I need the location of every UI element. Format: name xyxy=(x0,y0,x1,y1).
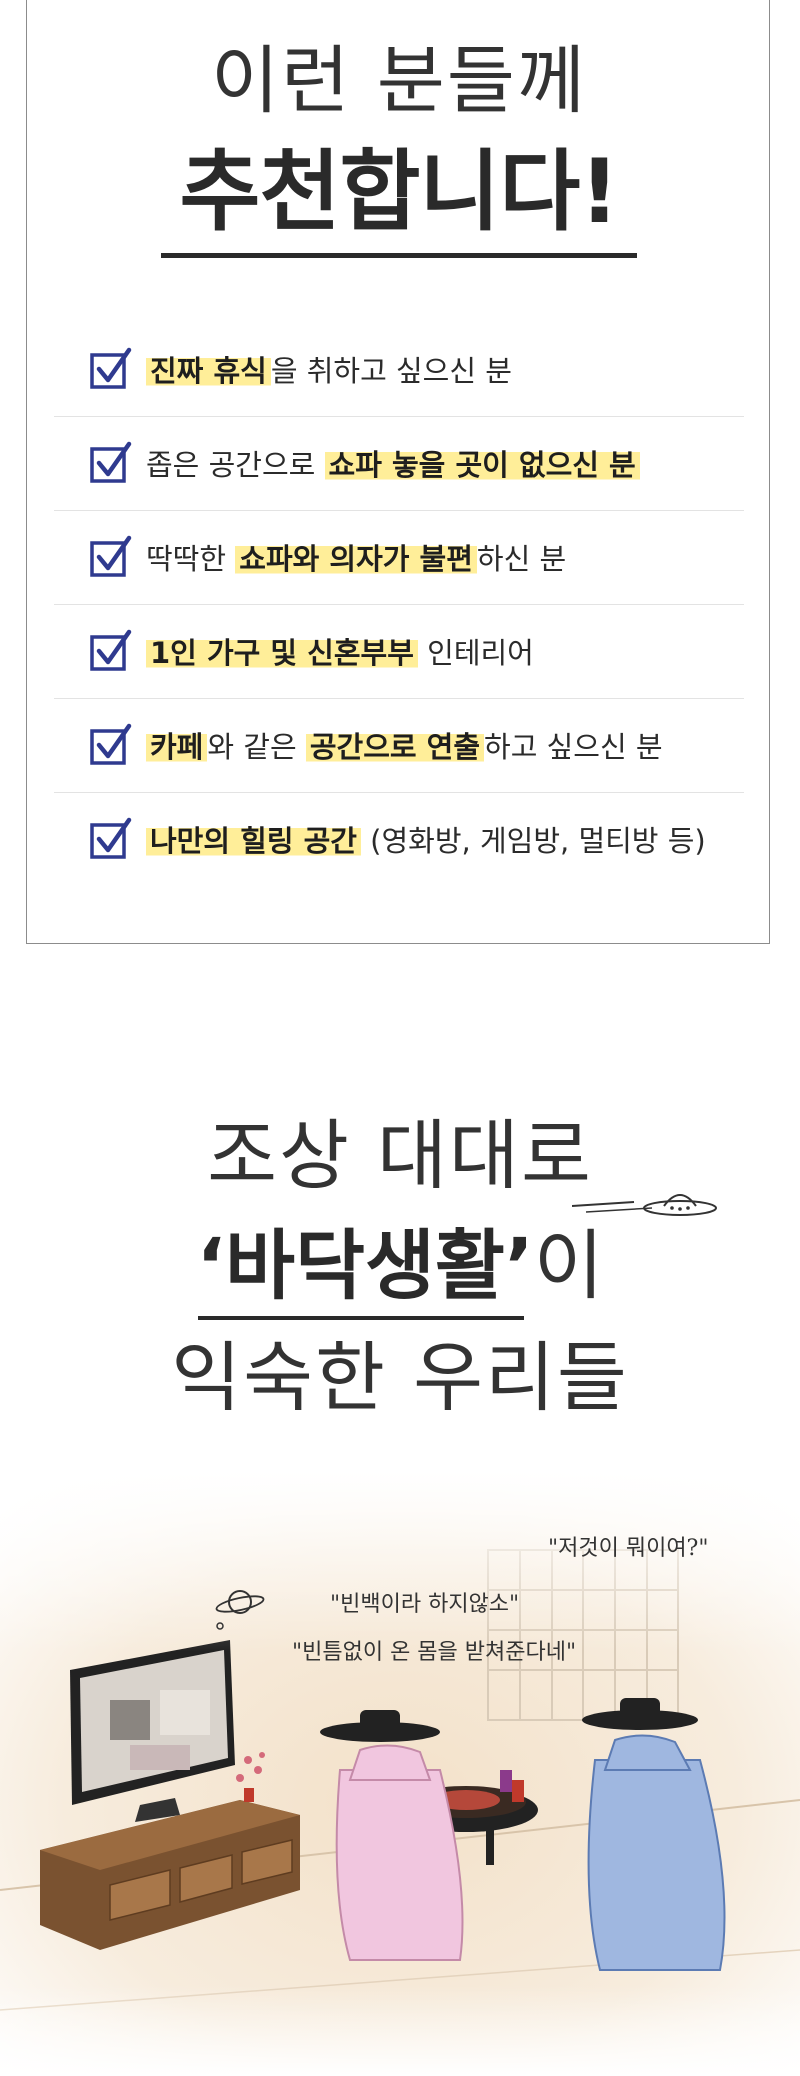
hanok-illustration xyxy=(0,1470,800,2076)
item-text: 을 취하고 싶으신 분 xyxy=(270,354,512,388)
recommend-item: 좁은 공간으로 쇼파 놓을 곳이 없으신 분 xyxy=(54,417,744,511)
highlighted-text: 나만의 힐링 공간 xyxy=(146,824,361,858)
title-underline xyxy=(161,253,637,258)
item-text: 하고 싶으신 분 xyxy=(484,730,663,764)
highlighted-text: 쇼파와 의자가 불편 xyxy=(235,542,477,576)
recommend-item: 나만의 힐링 공간 (영화방, 게임방, 멀티방 등) xyxy=(54,793,744,887)
checkbox-checked-icon xyxy=(90,347,132,389)
recommend-item-text: 나만의 힐링 공간 (영화방, 게임방, 멀티방 등) xyxy=(146,823,706,859)
section2-line1: 조상 대대로 xyxy=(207,1111,593,1200)
highlighted-text: 진짜 휴식 xyxy=(146,354,271,388)
recommend-title-line1: 이런 분들께 xyxy=(211,38,587,124)
planet-icon xyxy=(215,1590,265,1630)
checkbox-checked-icon xyxy=(90,723,132,765)
recommend-item-text: 좁은 공간으로 쇼파 놓을 곳이 없으신 분 xyxy=(146,447,640,483)
highlighted-text: 쇼파 놓을 곳이 없으신 분 xyxy=(324,448,640,482)
recommend-title-line2: 추천합니다! xyxy=(179,140,620,243)
item-text: 하신 분 xyxy=(476,542,567,576)
item-text: 와 같은 xyxy=(207,730,306,764)
quote-supports-body: "빈틈없이 온 몸을 받쳐준다네" xyxy=(292,1640,577,1665)
section2-line2: ‘바닥생활’이 xyxy=(0,1228,800,1304)
checkbox-checked-icon xyxy=(90,817,132,859)
section2-particle: 이 xyxy=(533,1221,604,1310)
item-text: (영화방, 게임방, 멀티방 등) xyxy=(360,824,706,858)
recommend-item-text: 1인 가구 및 신혼부부 인테리어 xyxy=(146,635,534,671)
highlighted-text: 공간으로 연출 xyxy=(305,730,485,764)
item-text: 딱딱한 xyxy=(146,542,236,576)
section2-keyword: ‘바닥생활’ xyxy=(196,1221,534,1310)
section2-line3: 익숙한 우리들 xyxy=(171,1333,629,1422)
keyword-underline xyxy=(198,1316,524,1320)
checkbox-checked-icon xyxy=(90,535,132,577)
ufo-icon xyxy=(572,1194,717,1216)
highlighted-text: 카페 xyxy=(146,730,208,764)
quote-beanbag: "빈백이라 하지않소" xyxy=(330,1592,520,1617)
recommend-item: 1인 가구 및 신혼부부 인테리어 xyxy=(54,605,744,699)
item-text: 좁은 공간으로 xyxy=(146,448,325,482)
quote-what-is-that: "저것이 뭐이여?" xyxy=(548,1536,709,1561)
item-text: 인테리어 xyxy=(417,636,534,670)
checkbox-checked-icon xyxy=(90,629,132,671)
highlighted-text: 1인 가구 및 신혼부부 xyxy=(146,636,418,670)
checkbox-checked-icon xyxy=(90,441,132,483)
